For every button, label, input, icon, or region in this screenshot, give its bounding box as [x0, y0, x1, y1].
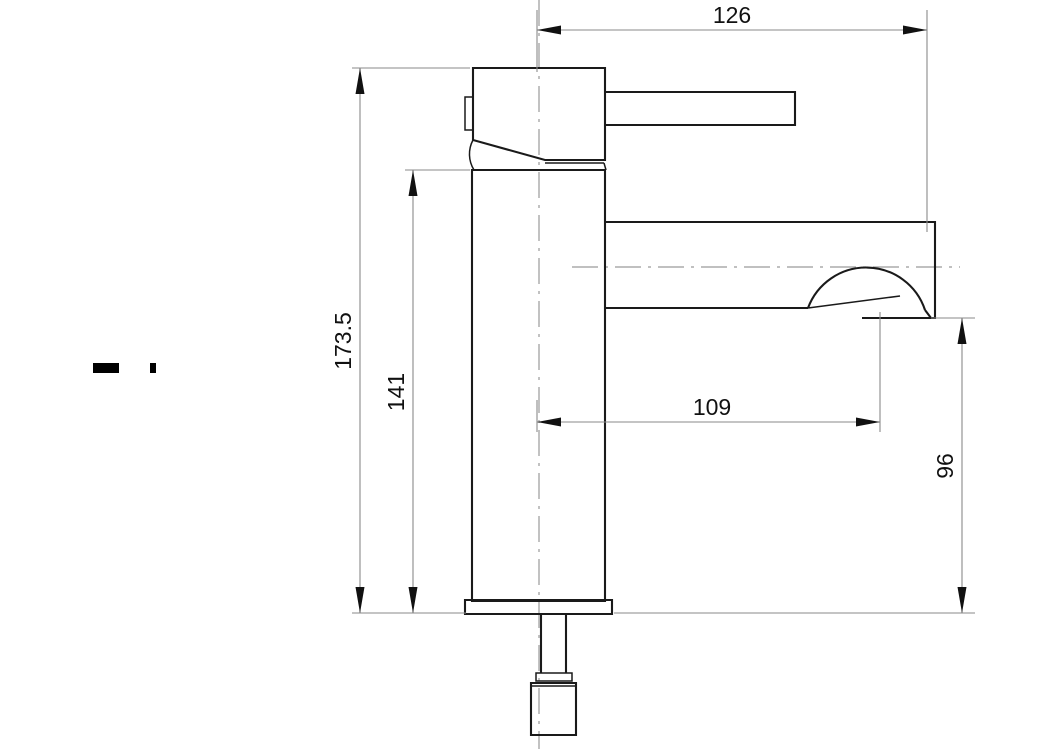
dim109-label: 109: [693, 394, 731, 420]
threaded-shank: [539, 614, 568, 673]
mounting-nut: [529, 681, 578, 737]
dim109-arrow-right: [856, 417, 880, 427]
stray-marks-group: [93, 363, 156, 373]
faucet-geometry: [463, 66, 937, 737]
dim141-arrow-top: [408, 170, 418, 196]
stray-mark-small: [150, 363, 156, 373]
base-flange: [463, 598, 614, 616]
dim96-arrow-bottom: [957, 587, 967, 613]
dim109-arrow-left: [537, 417, 561, 427]
dim141-arrow-bottom: [408, 587, 418, 613]
dim141-label: 141: [383, 373, 409, 411]
shank-collar: [535, 672, 573, 682]
dim126-arrow-right: [903, 25, 927, 35]
dim96-label: 96: [932, 453, 958, 479]
dimension-height-body: 141: [383, 169, 470, 614]
dim1735-label: 173.5: [330, 312, 356, 370]
dim126-label: 126: [713, 2, 751, 28]
dimension-height-overall: 173.5: [330, 67, 470, 614]
cartridge-fillet-arc: [468, 139, 475, 171]
dim1735-arrow-bottom: [355, 587, 365, 613]
spout-outlet-chamfer: [924, 309, 932, 319]
stray-mark-large: [93, 363, 119, 373]
spout-outlet-arc: [807, 266, 926, 311]
dimension-spout-height: 96: [614, 317, 975, 614]
spout-upper-outline: [605, 220, 937, 320]
handle-lever: [605, 90, 797, 127]
cartridge-side-tab: [464, 96, 474, 131]
dim126-arrow-left: [537, 25, 561, 35]
cartridge-seat-edge: [603, 162, 607, 171]
spout-outlet-chord: [807, 295, 901, 309]
dimension-width-overall: 126: [536, 2, 928, 232]
dim96-arrow-top: [957, 318, 967, 344]
dim1735-arrow-top: [355, 68, 365, 94]
center-lines: [538, 0, 960, 749]
dimension-spout-reach: 109: [536, 312, 881, 432]
